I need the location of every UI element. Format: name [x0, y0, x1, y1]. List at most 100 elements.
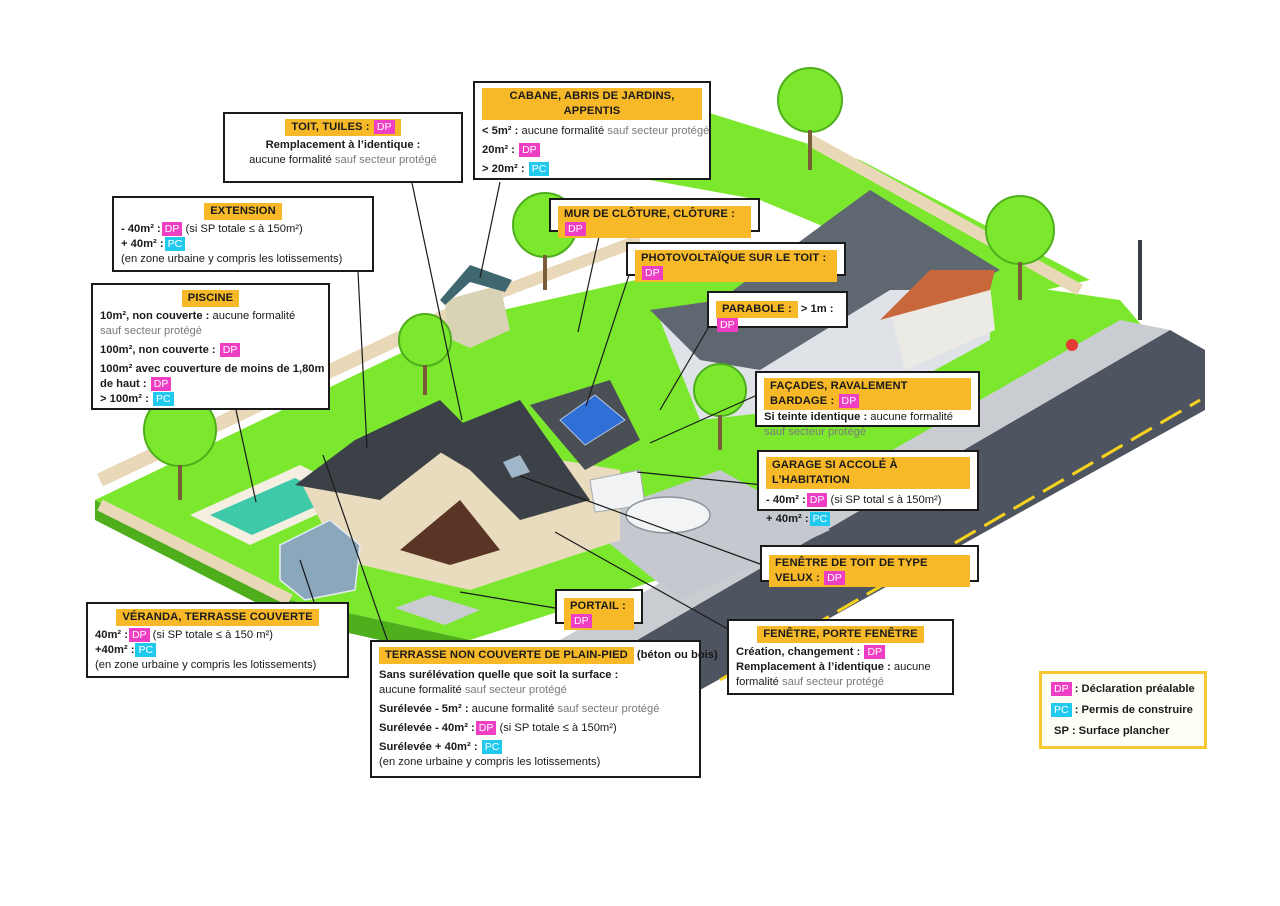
pool-line6: > 100m² : — [100, 393, 149, 405]
veranda — [279, 519, 361, 601]
solar-card: PHOTOVOLTAÏQUE SUR LE TOIT : DP — [626, 242, 846, 282]
roof-tiles-line1: Remplacement à l’identique : — [265, 139, 421, 151]
terrace-line1: Sans surélévation quelle que soit la sur… — [379, 669, 619, 681]
fire-hydrant — [1066, 339, 1078, 351]
window-card: FENÊTRE, PORTE FENÊTRE Création, changem… — [727, 619, 954, 695]
extension-title: EXTENSION — [204, 203, 282, 220]
garage-line1: - 40m² : — [766, 494, 806, 506]
shed-card: CABANE, ABRIS DE JARDINS, APPENTIS < 5m²… — [473, 81, 711, 180]
shed-line1-protected: sauf secteur protégé — [604, 125, 710, 137]
dp-badge: DP — [565, 222, 586, 236]
dp-badge: DP — [824, 571, 845, 585]
terrace-line5: Surélevée + 40m² : — [379, 741, 478, 753]
solar-title: PHOTOVOLTAÏQUE SUR LE TOIT : DP — [635, 250, 837, 282]
dp-badge: DP — [864, 645, 886, 659]
fence-front — [97, 499, 293, 606]
veranda-card: VÉRANDA, TERRASSE COUVERTE 40m² :DP (si … — [86, 602, 349, 678]
dp-badge: DP — [219, 343, 241, 357]
lawn-edge — [95, 500, 470, 660]
facade-line1-value: aucune formalité — [867, 411, 954, 423]
house-roof-main — [420, 400, 590, 520]
dish-value: > 1m : — [797, 303, 834, 315]
porch-roof — [400, 500, 500, 565]
terrace-line3: Surélevée - 5m² : — [379, 703, 469, 715]
terrace-line2: aucune formalité — [379, 684, 462, 696]
gate-title: PORTAIL : DP — [564, 598, 634, 630]
fence-card: MUR DE CLÔTURE, CLÔTURE : DP — [549, 198, 760, 238]
dp-badge: DP — [1051, 682, 1072, 696]
velux-window — [503, 455, 530, 478]
pc-badge: PC — [1051, 703, 1072, 717]
solar-panel — [559, 394, 626, 446]
dish-title: PARABOLE : — [716, 301, 798, 318]
dp-badge: DP — [161, 222, 183, 236]
pc-badge: PC — [135, 643, 157, 657]
pool-title: PISCINE — [181, 290, 240, 307]
leader-lines — [235, 181, 764, 649]
dp-badge: DP — [806, 493, 828, 507]
terrace-card: TERRASSE NON COUVERTE DE PLAIN-PIED (bét… — [370, 640, 718, 778]
terrace-line4-cond: (si SP totale ≤ à 150m²) — [496, 722, 617, 734]
dp-badge: DP — [150, 377, 172, 391]
terrace-line4: Surélevée - 40m² : — [379, 722, 475, 734]
legend-sp-text: : Surface plancher — [1068, 725, 1170, 737]
gate-card: PORTAIL : DP — [555, 589, 643, 630]
car — [625, 496, 711, 534]
shed-line3: > 20m² : — [482, 163, 525, 175]
facade-title: FAÇADES, RAVALEMENT BARDAGE : DP — [764, 378, 971, 410]
dish-card: PARABOLE : > 1m : DP — [707, 291, 848, 332]
facade-line1: Si teinte identique : — [764, 411, 868, 423]
shed-walls — [445, 285, 510, 348]
garage-title: GARAGE SI ACCOLÉ À L’HABITATION — [766, 457, 970, 489]
extension-line3: (en zone urbaine y compris les lotisseme… — [121, 253, 343, 265]
window-line3: formalité — [736, 676, 779, 688]
extension-line2: + 40m² : — [121, 238, 164, 250]
shed-roof — [440, 265, 512, 305]
fence-title: MUR DE CLÔTURE, CLÔTURE : DP — [558, 206, 751, 238]
roof-tiles-title: TOIT, TUILES : DP — [285, 119, 401, 136]
fence-right — [807, 134, 1083, 296]
roof-tiles-card: TOIT, TUILES : DP Remplacement à l’ident… — [223, 112, 463, 183]
dp-badge: DP — [571, 614, 592, 628]
pool-line4: 100m² avec couverture de moins de 1,80m — [100, 363, 325, 375]
shed-line2: 20m² : — [482, 144, 515, 156]
terrace-line3-value: aucune formalité — [468, 703, 555, 715]
veranda-title: VÉRANDA, TERRASSE COUVERTE — [116, 609, 319, 626]
legend-dp-text: : Déclaration préalable — [1071, 683, 1195, 695]
dp-badge: DP — [519, 143, 540, 157]
roof-tiles-line2: aucune formalité — [249, 154, 332, 166]
terrace-line6: (en zone urbaine y compris les lotisseme… — [379, 756, 601, 768]
garage-line2: + 40m² : — [766, 513, 809, 525]
garage-line1-cond: (si SP total ≤ à 150m²) — [827, 494, 942, 506]
dp-badge: DP — [838, 394, 860, 408]
fence-back — [477, 234, 643, 306]
window-line1: Création, changement : — [736, 646, 861, 658]
tree-trunks — [178, 130, 1022, 500]
shed-line1-value: aucune formalité — [518, 125, 605, 137]
veranda-line2: +40m² : — [95, 644, 135, 656]
legend-sp-code: SP — [1054, 725, 1069, 737]
legend-pc: PC : Permis de construire — [1050, 702, 1196, 723]
garage-card: GARAGE SI ACCOLÉ À L’HABITATION - 40m² :… — [757, 450, 979, 526]
pool-line5: de haut : — [100, 378, 147, 390]
pc-badge: PC — [152, 392, 174, 406]
shed-line1: < 5m² : — [482, 125, 519, 137]
neighbour-garage-roof — [880, 270, 995, 320]
pc-badge: PC — [481, 740, 503, 754]
dp-badge: DP — [475, 721, 497, 735]
dp-badge: DP — [642, 266, 663, 280]
dp-badge: DP — [373, 120, 395, 134]
legend: DP : Déclaration préalable PC : Permis d… — [1039, 671, 1207, 749]
terrace-line2-protected: sauf secteur protégé — [461, 684, 567, 696]
veranda-line3: (en zone urbaine y compris les lotisseme… — [95, 659, 317, 671]
terrace-title-suffix: (béton ou bois) — [633, 649, 718, 661]
veranda-line1-cond: (si SP totale ≤ à 150 m²) — [149, 629, 273, 641]
pc-badge: PC — [528, 162, 550, 176]
legend-dp: DP : Déclaration préalable — [1050, 681, 1196, 702]
window-line2-value: aucune — [890, 661, 931, 673]
extension-card: EXTENSION - 40m² :DP (si SP totale ≤ à 1… — [112, 196, 374, 272]
pool-water — [210, 478, 335, 535]
terrace-line3-protected: sauf secteur protégé — [554, 703, 660, 715]
velux-card: FENÊTRE DE TOIT DE TYPE VELUX : DP — [760, 545, 979, 587]
